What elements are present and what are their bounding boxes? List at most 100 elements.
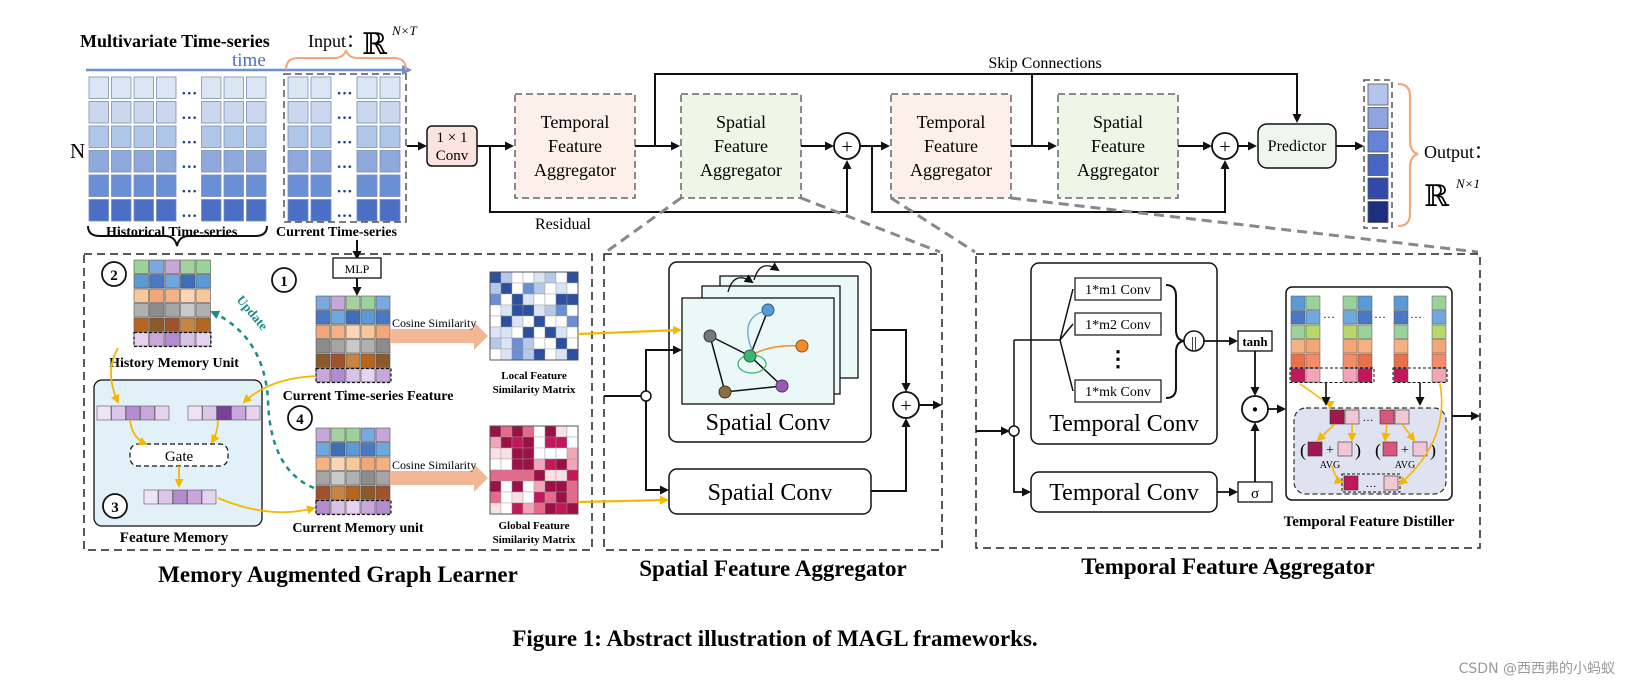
distiller-arrow — [1331, 465, 1344, 485]
cell — [195, 259, 211, 274]
cell — [379, 125, 401, 148]
grid-dots: … — [337, 155, 353, 172]
matrix-cell — [555, 348, 568, 361]
matrix-cell — [533, 425, 546, 438]
matrix-cell — [489, 337, 502, 350]
cell — [345, 500, 361, 515]
matrix-cell — [500, 315, 513, 328]
cell — [88, 125, 109, 148]
matrix-cell — [500, 326, 513, 339]
figure-caption: Figure 1: Abstract illustration of MAGL … — [512, 626, 1037, 651]
gate-label: Gate — [165, 449, 194, 465]
output-superscript: N×1 — [1455, 176, 1480, 191]
cell — [180, 317, 196, 332]
output-cell — [1367, 107, 1389, 129]
matrix-cell — [489, 480, 502, 493]
tanh-label: tanh — [1242, 334, 1268, 349]
cell — [164, 288, 180, 303]
matrix-cell — [522, 491, 535, 504]
cell — [180, 259, 196, 274]
badge-4-text: 4 — [296, 412, 304, 428]
distiller-cell — [1290, 324, 1306, 339]
current-feature-grid — [315, 295, 392, 384]
distiller-cell — [1357, 368, 1373, 383]
distiller-arrow — [1316, 423, 1336, 442]
distiller-cell — [1290, 353, 1306, 368]
matrix-cell — [511, 425, 524, 438]
global-label-2: Similarity Matrix — [493, 534, 576, 546]
cell — [315, 339, 331, 354]
cell — [149, 332, 165, 347]
cur-feature-label: Current Time-series Feature — [283, 389, 454, 404]
cell — [375, 456, 391, 471]
cell — [356, 101, 378, 124]
node-brown — [718, 385, 732, 399]
cell — [315, 456, 331, 471]
cell — [345, 295, 361, 310]
current-grid-frame — [283, 73, 407, 223]
fm-cell — [187, 489, 202, 505]
input-superscript: N×T — [391, 23, 417, 38]
distiller-cell — [1379, 409, 1395, 425]
matrix-cell — [566, 502, 579, 515]
conv1-to-plus — [871, 329, 911, 392]
output-cell — [1367, 201, 1389, 223]
matrix-cell — [522, 271, 535, 284]
magl-panel: Memory Augmented Graph Learner 2 1 4 His… — [83, 240, 593, 587]
cell — [246, 76, 267, 99]
residual-label: Residual — [535, 216, 592, 233]
cell — [375, 353, 391, 368]
residual2-path — [871, 146, 1230, 213]
matrix-cell — [522, 315, 535, 328]
badge-2 — [101, 261, 127, 287]
distiller-cell — [1342, 353, 1358, 368]
matrix-cell — [544, 480, 557, 493]
distiller-inner — [1293, 407, 1447, 495]
fm-arrow-left — [129, 419, 148, 446]
distiller-cell — [1431, 339, 1447, 354]
matrix-cell — [522, 502, 535, 515]
cell — [345, 456, 361, 471]
cell — [133, 274, 149, 289]
cell — [164, 317, 180, 332]
grid-dots: … — [337, 204, 353, 221]
matrix-cell — [511, 502, 524, 515]
cell — [201, 101, 222, 124]
history-memory-unit-grid — [133, 259, 212, 348]
matrix-cell — [511, 491, 524, 504]
distiller-cell — [1382, 441, 1398, 457]
cell — [180, 332, 196, 347]
sfa-title: Spatial Feature Aggregator — [639, 556, 906, 581]
matrix-cell — [511, 348, 524, 361]
cell — [195, 288, 211, 303]
distiller-cell — [1393, 368, 1409, 383]
matrix-cell — [544, 326, 557, 339]
matrix-cell — [544, 337, 557, 350]
cur-memory-label: Current Memory unit — [292, 521, 423, 536]
zoom-line-tfa-left — [890, 196, 976, 254]
distiller-arrow — [1381, 423, 1391, 442]
cell — [246, 199, 267, 222]
residual-path — [489, 146, 852, 213]
grid-dots: … — [337, 106, 353, 123]
matrix-cell — [544, 282, 557, 295]
cell — [310, 125, 332, 148]
distiller-dots: … — [1374, 307, 1386, 321]
distiller-dots: … — [1323, 307, 1335, 321]
matrix-cell — [555, 315, 568, 328]
matrix-cell — [533, 458, 546, 471]
matrix-cell — [544, 425, 557, 438]
output-cell — [1367, 177, 1389, 200]
cell — [195, 317, 211, 332]
cell — [315, 485, 331, 500]
cell — [345, 353, 361, 368]
matrix-cell — [566, 293, 579, 306]
sigma-box — [1237, 481, 1273, 503]
avg-paren: ) — [1355, 440, 1361, 461]
cell — [133, 303, 149, 318]
sfa-plus-sign: + — [900, 395, 911, 417]
feature-row-highlight — [315, 367, 392, 384]
cell — [375, 442, 391, 457]
distiller-cell — [1290, 295, 1306, 310]
distiller-cell — [1357, 310, 1373, 325]
